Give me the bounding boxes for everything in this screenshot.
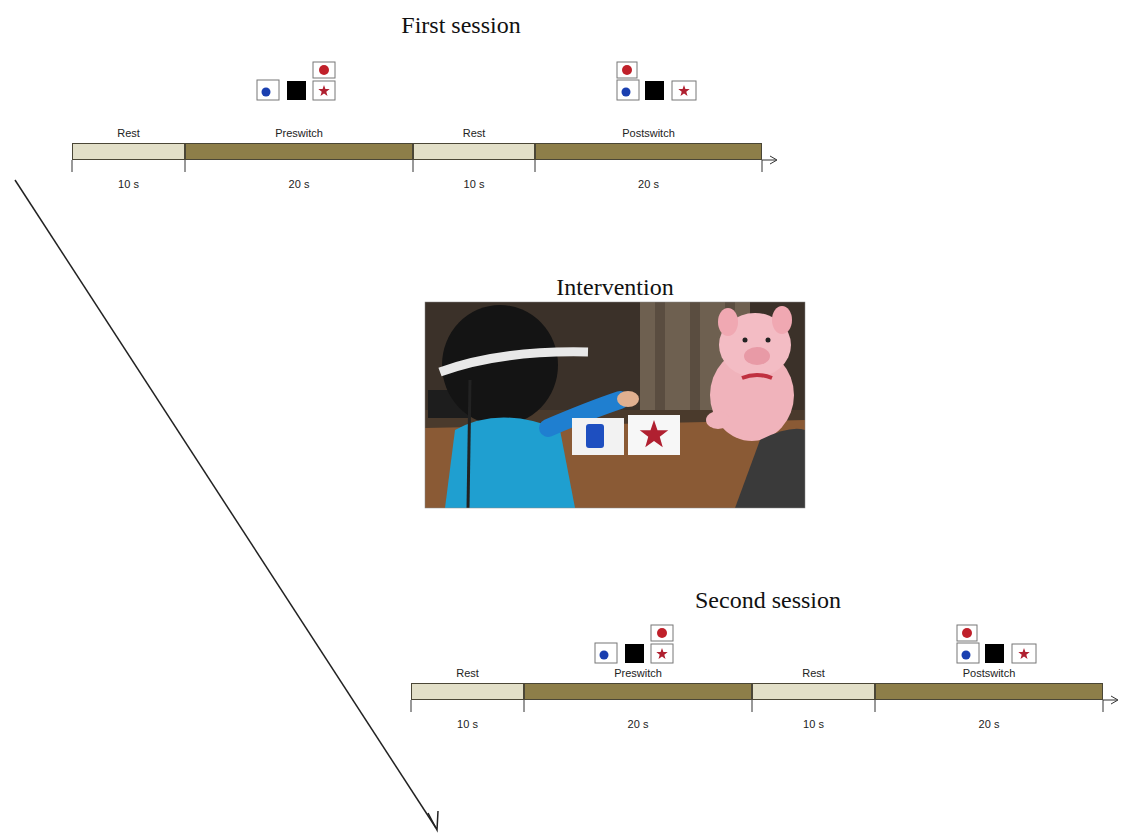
- stimulus-icon: [957, 625, 1036, 663]
- phase-label: Rest: [394, 127, 554, 140]
- phase-label: Rest: [392, 667, 543, 680]
- stimulus-icon: [617, 62, 696, 100]
- duration-label: 20 s: [505, 718, 771, 731]
- timeline-segment: Postswitch20 s: [535, 143, 762, 160]
- session-title: Second session: [695, 586, 841, 614]
- timeline-segment: Postswitch20 s: [875, 683, 1103, 700]
- duration-label: 10 s: [53, 178, 204, 191]
- stimulus-icon: [257, 62, 335, 100]
- session-title: Intervention: [556, 273, 673, 301]
- timeline-segment: Rest10 s: [413, 143, 535, 160]
- timeline-segment: Preswitch20 s: [185, 143, 413, 160]
- intervention-photo: [425, 302, 805, 508]
- phase-label: Preswitch: [505, 667, 771, 680]
- time-arrow: [15, 180, 438, 830]
- phase-label: Postswitch: [516, 127, 781, 140]
- timeline-segment: Rest10 s: [72, 143, 185, 160]
- timeline-segment: Preswitch20 s: [524, 683, 752, 700]
- timeline-segment: Rest10 s: [752, 683, 875, 700]
- duration-label: 10 s: [733, 718, 894, 731]
- phase-label: Rest: [733, 667, 894, 680]
- phase-label: Preswitch: [166, 127, 432, 140]
- phase-label: Rest: [53, 127, 204, 140]
- duration-label: 10 s: [392, 718, 543, 731]
- duration-label: 20 s: [856, 718, 1122, 731]
- duration-label: 10 s: [394, 178, 554, 191]
- duration-label: 20 s: [516, 178, 781, 191]
- duration-label: 20 s: [166, 178, 432, 191]
- session-title: First session: [401, 11, 520, 39]
- stimulus-icon: [595, 625, 673, 663]
- phase-label: Postswitch: [856, 667, 1122, 680]
- timeline-segment: Rest10 s: [411, 683, 524, 700]
